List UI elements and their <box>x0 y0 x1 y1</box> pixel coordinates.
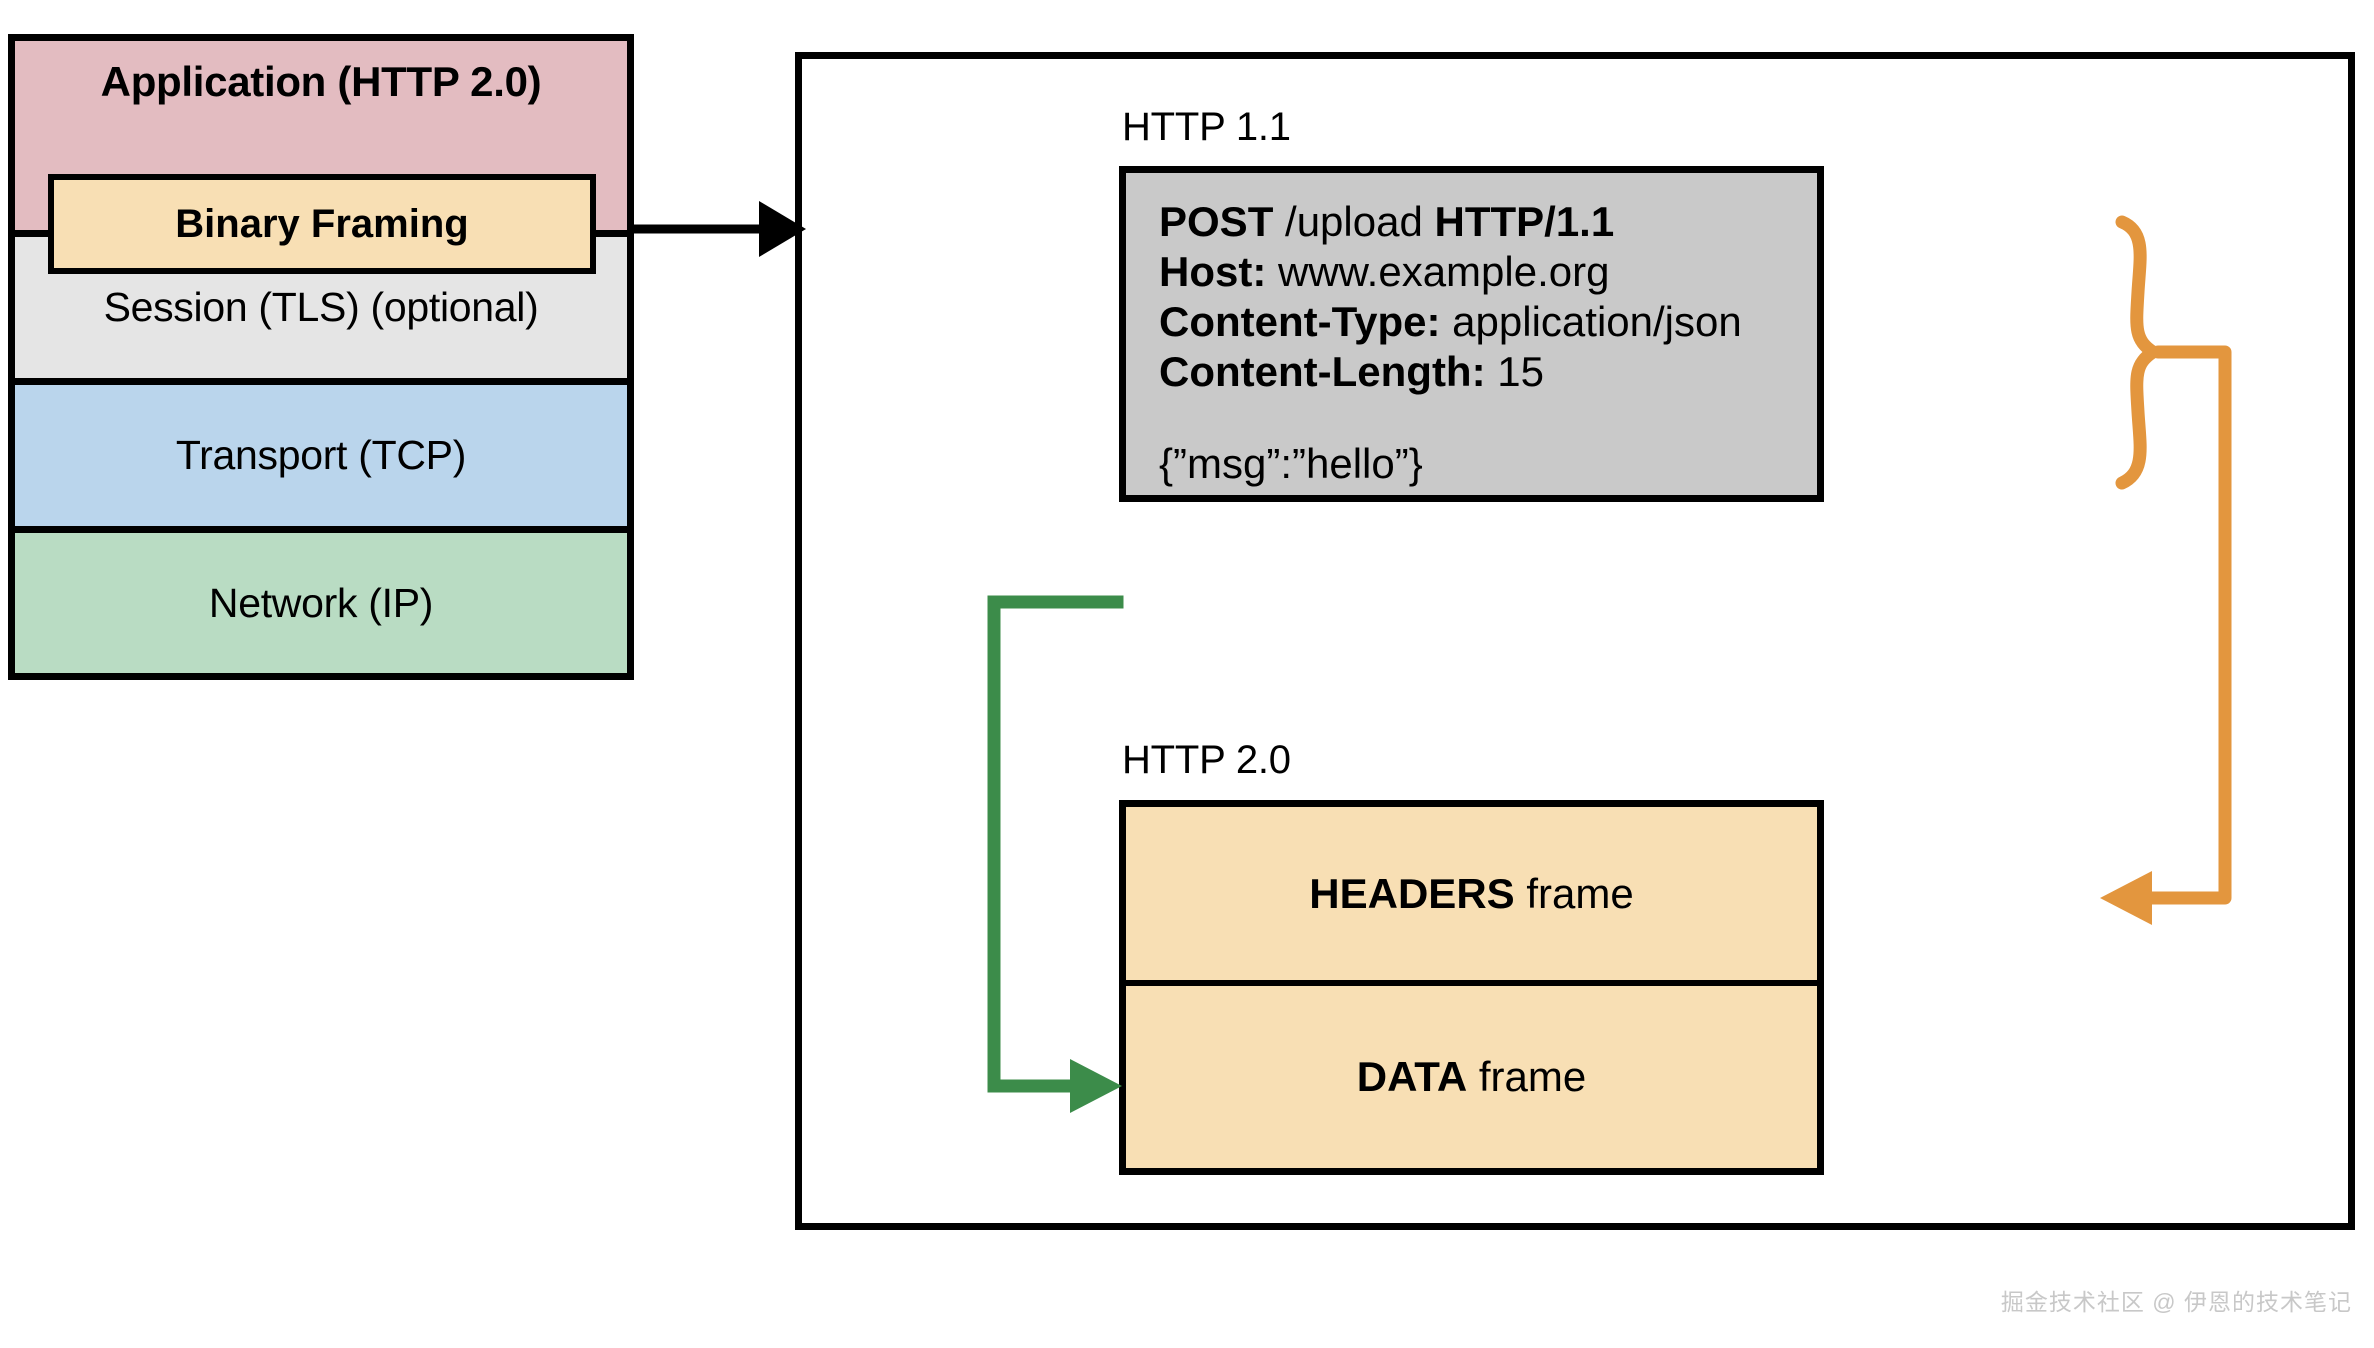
application-to-detail-arrow <box>634 201 806 257</box>
data-frame-row: DATA frame <box>1126 986 1817 1168</box>
data-frame-label: DATA frame <box>1357 1053 1586 1101</box>
stack-layer-network: Network (IP) <box>15 533 627 673</box>
stack-layer-network-label: Network (IP) <box>208 579 434 626</box>
http11-header-host-key: Host: <box>1159 247 1267 295</box>
http20-caption: HTTP 2.0 <box>1122 738 1291 782</box>
http11-request-line-1: POST /upload HTTP/1.1 <box>1159 197 1817 247</box>
stack-layer-session-label: Session (TLS) (optional) <box>103 284 539 330</box>
protocol-stack: Application (HTTP 2.0) Session (TLS) (op… <box>8 34 634 680</box>
http11-header-body-separator <box>1159 397 1817 439</box>
stack-layer-application-label: Application (HTTP 2.0) <box>100 58 542 105</box>
http11-caption: HTTP 1.1 <box>1122 105 1291 149</box>
binary-framing-label: Binary Framing <box>175 201 469 246</box>
headers-frame-name: HEADERS <box>1309 869 1515 917</box>
http11-version: HTTP/1.1 <box>1434 198 1615 245</box>
http11-request-line-2: Host: www.example.org <box>1159 247 1817 297</box>
watermark: 掘金技术社区 @ 伊恩的技术笔记 <box>2000 1289 2352 1315</box>
http11-header-content-length-key: Content-Length: <box>1159 347 1486 395</box>
data-frame-name: DATA <box>1356 1053 1468 1100</box>
http11-path: /upload <box>1273 198 1435 245</box>
http11-request-line-4: Content-Length: 15 <box>1159 347 1817 397</box>
stack-layer-transport: Transport (TCP) <box>15 385 627 533</box>
http11-header-content-type-value: application/json <box>1440 297 1742 345</box>
http11-header-content-type-key: Content-Type: <box>1159 297 1441 345</box>
http11-request-body: {”msg”:”hello”} <box>1159 439 1423 487</box>
http11-method: POST <box>1159 198 1274 245</box>
binary-framing-box: Binary Framing <box>48 174 596 274</box>
http20-frames-box: HEADERS frame DATA frame <box>1119 800 1824 1175</box>
http11-header-host-value: www.example.org <box>1266 247 1610 295</box>
headers-frame-row: HEADERS frame <box>1126 807 1817 986</box>
http11-header-content-length-value: 15 <box>1485 347 1544 395</box>
data-frame-suffix: frame <box>1467 1053 1587 1100</box>
http11-request-box: POST /upload HTTP/1.1 Host: www.example.… <box>1119 166 1824 502</box>
headers-frame-suffix: frame <box>1514 869 1634 917</box>
headers-frame-label: HEADERS frame <box>1309 870 1633 918</box>
stack-layer-transport-label: Transport (TCP) <box>175 432 467 478</box>
http11-request-line-3: Content-Type: application/json <box>1159 297 1817 347</box>
